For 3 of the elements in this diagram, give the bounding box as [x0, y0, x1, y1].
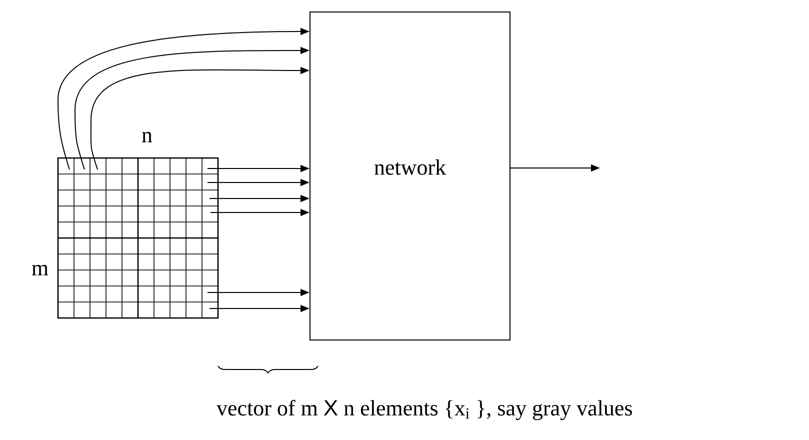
network-box: network [310, 12, 510, 340]
text-label: vector of m X n elements {x$_{i}$ }, say gray values [216, 400, 632, 420]
pixel-grid-drawing [57, 157, 219, 319]
